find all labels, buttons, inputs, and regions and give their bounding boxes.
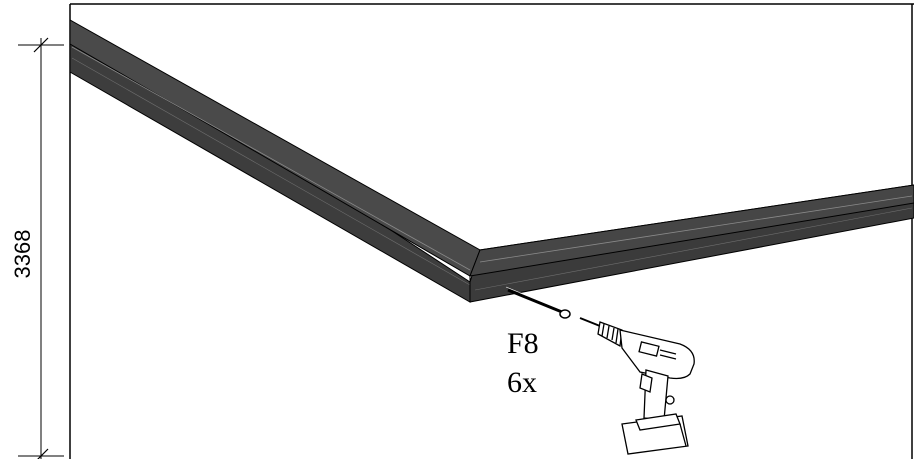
cordless-drill-icon: [579, 317, 695, 455]
fastener-code: F8: [507, 327, 539, 360]
beam-right-top-face: [469, 184, 914, 277]
fastener-annotation: F8 6x: [507, 327, 539, 399]
dimension-label: 3368: [10, 230, 35, 279]
height-dimension: 3368: [10, 37, 64, 459]
screw-icon: [505, 286, 571, 319]
beam-left-top-face: [69, 19, 481, 277]
frame-outline: [69, 3, 914, 459]
fastener-quantity: 6x: [507, 366, 537, 399]
ceiling-beam: [69, 19, 914, 303]
